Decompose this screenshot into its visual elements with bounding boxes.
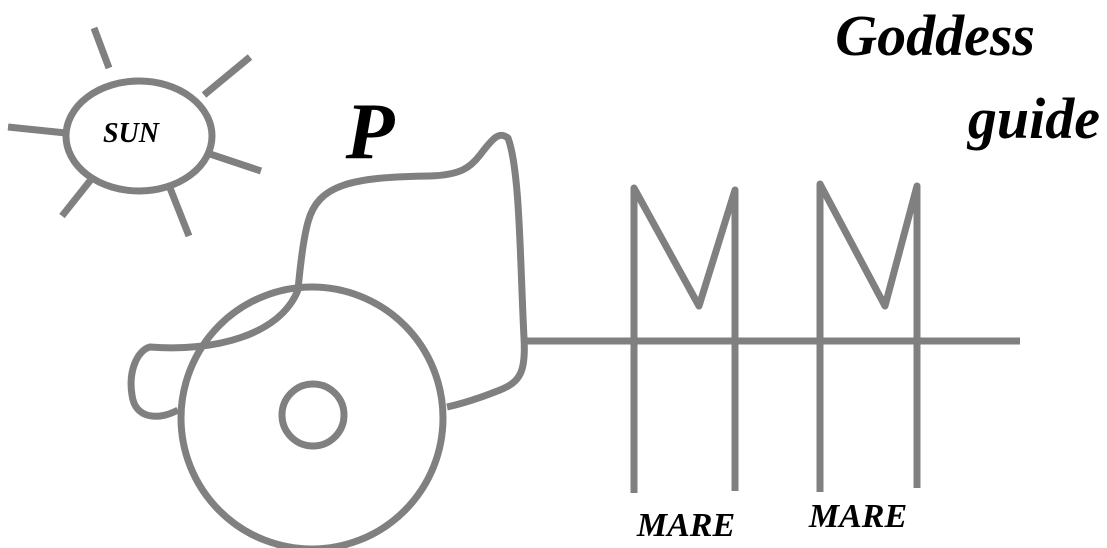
mare-right-head [816, 180, 921, 492]
sun-ray [59, 174, 96, 219]
sun-ray [201, 54, 253, 98]
mare-right: MARE [808, 180, 921, 535]
mare-left-head [630, 184, 739, 493]
mare-right-label: MARE [808, 498, 907, 535]
sun-body [62, 77, 216, 195]
sun-ray [7, 123, 67, 137]
sun-label: SUN [103, 118, 161, 149]
sun-ray [90, 26, 113, 70]
sun-ray [166, 186, 193, 238]
goddess-label-line2: guide [966, 86, 1100, 151]
wheel-hub [278, 380, 348, 450]
mare-left: MARE [630, 184, 739, 544]
chariot-wheel [177, 283, 447, 548]
sun-ray [205, 149, 263, 175]
sun: SUN [7, 26, 263, 238]
p-label: P [345, 88, 396, 176]
mare-left-label: MARE [636, 507, 735, 544]
goddess-label-line1: Goddess [835, 3, 1035, 68]
